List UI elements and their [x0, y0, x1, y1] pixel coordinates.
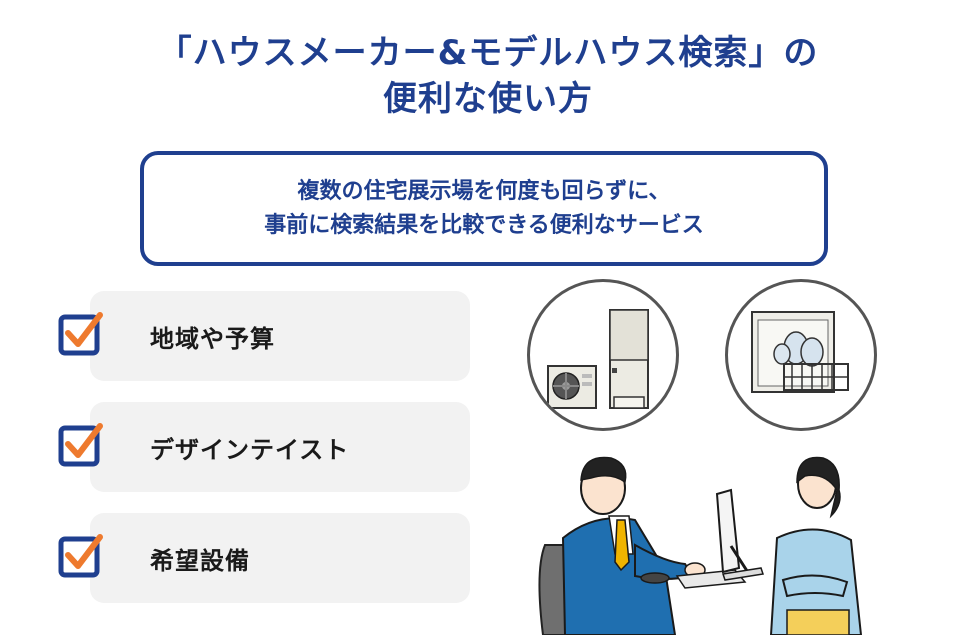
feature-item-desired-equipment: 希望設備	[58, 513, 470, 603]
checkbox-checked-icon	[58, 423, 103, 467]
summary-line-2: 事前に検索結果を比較できる便利なサービス	[264, 212, 704, 238]
summary-box: 複数の住宅展示場を何度も回らずに、 事前に検索結果を比較できる便利なサービス	[140, 151, 828, 266]
water-heater-icon	[547, 309, 649, 409]
feature-label: 地域や予算	[150, 324, 275, 353]
page-title: 「ハウスメーカー&モデルハウス検索」の 便利な使い方	[0, 30, 976, 122]
feature-item-design-taste: デザインテイスト	[58, 402, 470, 492]
checkbox-checked-icon	[58, 312, 103, 356]
feature-label: 希望設備	[150, 546, 250, 575]
dishwasher-illustration	[725, 279, 877, 431]
feature-label: デザインテイスト	[150, 435, 350, 464]
consultation-illustration	[538, 456, 863, 635]
title-line-2: 便利な使い方	[383, 79, 593, 119]
dishwasher-icon	[751, 311, 849, 393]
checkbox-checked-icon	[58, 534, 103, 578]
feature-item-region-budget: 地域や予算	[58, 291, 470, 381]
title-line-1: 「ハウスメーカー&モデルハウス検索」の	[157, 33, 819, 73]
water-heater-illustration	[527, 279, 679, 431]
summary-line-1: 複数の住宅展示場を何度も回らずに、	[297, 178, 671, 204]
